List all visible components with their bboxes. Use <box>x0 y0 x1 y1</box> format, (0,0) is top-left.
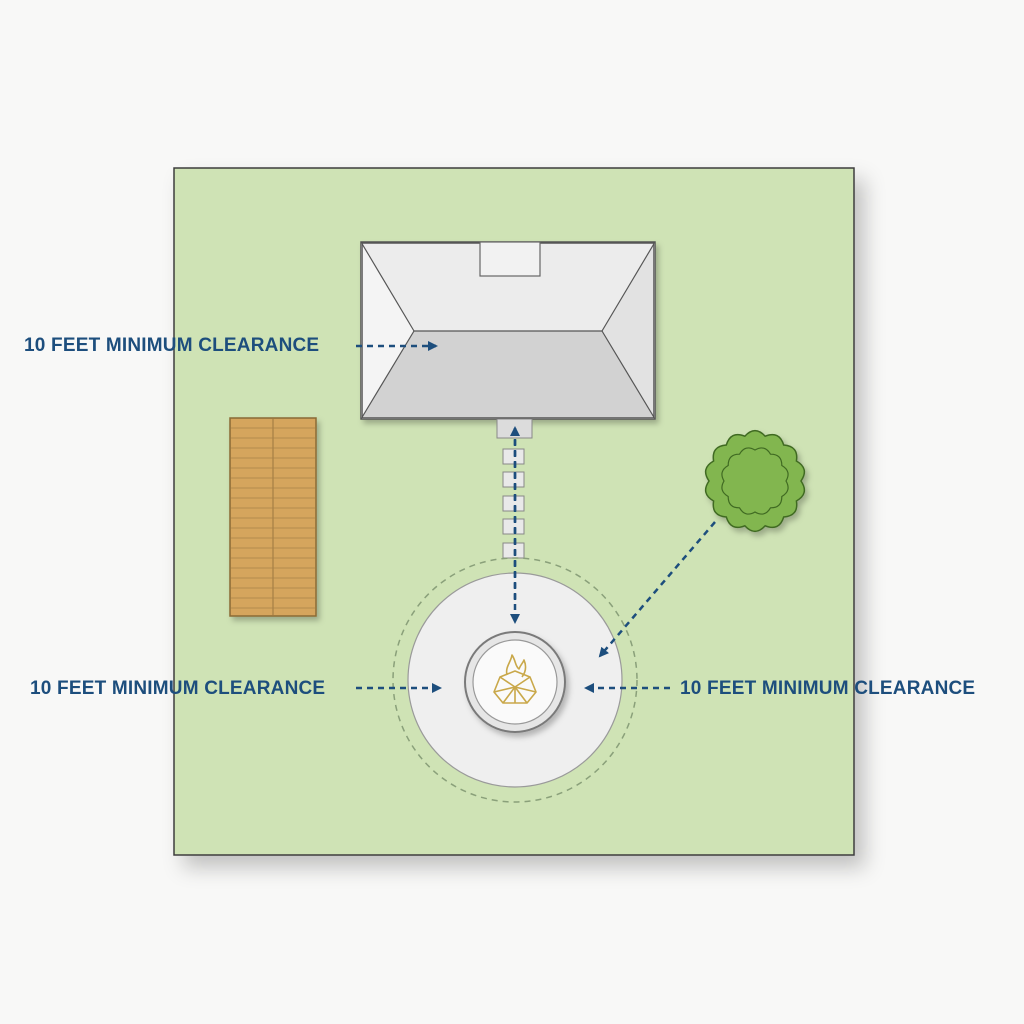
arrow-tree <box>598 521 716 658</box>
clearance-label-right: 10 FEET MINIMUM CLEARANCE <box>680 678 976 699</box>
house-roof-icon <box>360 241 656 420</box>
clearance-zone-ring <box>392 557 638 803</box>
deck-icon <box>229 417 317 617</box>
stepping-stone-path <box>496 418 533 559</box>
fire-icon <box>493 654 537 704</box>
clearance-label-left: 10 FEET MINIMUM CLEARANCE <box>30 678 326 699</box>
fire-pit <box>464 631 566 733</box>
tree-icon <box>704 429 806 533</box>
clearance-arrows <box>356 341 716 693</box>
clearance-label-top: 10 FEET MINIMUM CLEARANCE <box>24 335 320 356</box>
